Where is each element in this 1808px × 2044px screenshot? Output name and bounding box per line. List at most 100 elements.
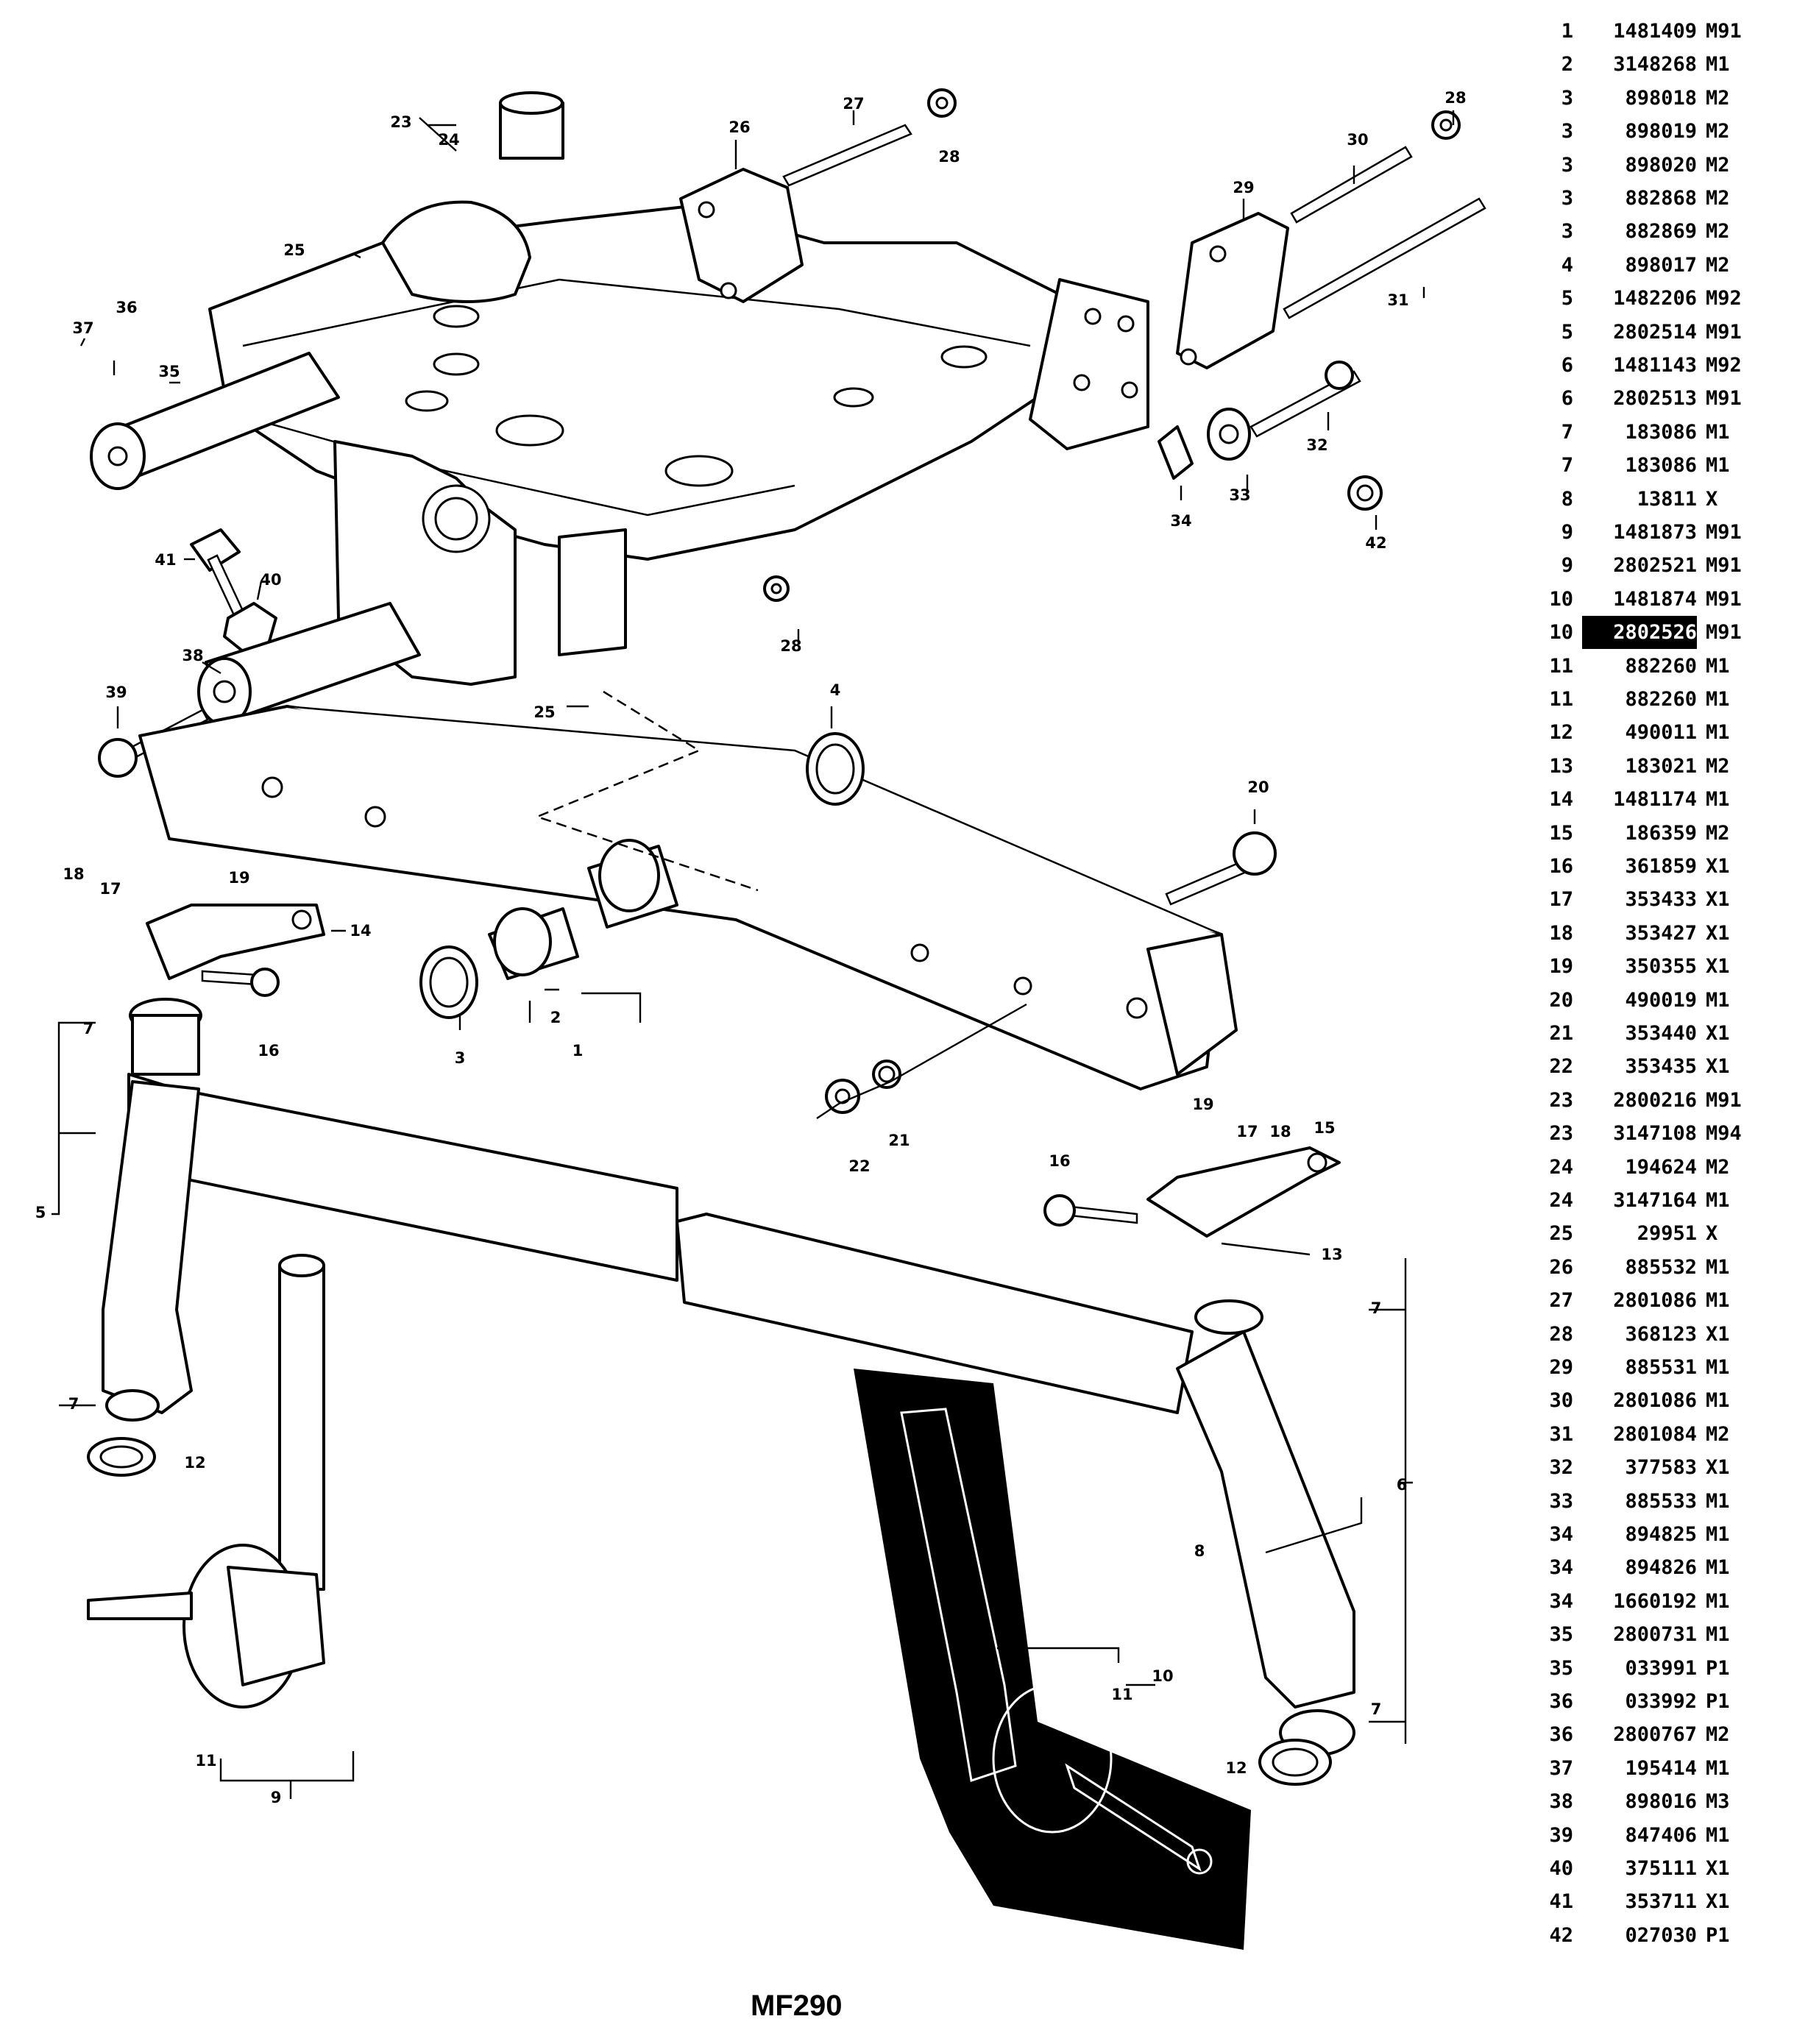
model-code: M2 [1706, 1723, 1730, 1747]
model-code: X1 [1706, 1055, 1730, 1079]
model-code: X1 [1706, 921, 1730, 945]
callout-32: 32 [1306, 436, 1327, 454]
callout-27: 27 [843, 95, 864, 113]
ref-number: 3 [1561, 220, 1573, 244]
part-number: 2800731 [1613, 1623, 1697, 1647]
exploded-parts-diagram: 1 2 3 4 5 6 7 7 7 7 8 9 10 11 11 12 12 1… [35, 88, 1486, 1950]
ref-number: 41 [1549, 1890, 1573, 1914]
part-number: 898020 [1625, 153, 1697, 177]
part-number: 885532 [1625, 1255, 1697, 1279]
ref-number: 14 [1549, 788, 1573, 812]
model-code: X [1706, 487, 1718, 511]
model-code: M2 [1706, 153, 1730, 177]
ref-number: 21 [1549, 1022, 1573, 1045]
ref-number: 23 [1549, 1088, 1573, 1112]
callout-35: 35 [158, 363, 180, 380]
part-number: 1481174 [1613, 788, 1697, 812]
model-code: X1 [1706, 1022, 1730, 1045]
callout-3: 3 [455, 1049, 466, 1067]
inset-panel [854, 1369, 1251, 1950]
ref-number: 15 [1549, 821, 1573, 845]
callout-16: 16 [1049, 1152, 1070, 1170]
ref-number: 3 [1561, 153, 1573, 177]
callout-25: 25 [283, 241, 305, 259]
part-number: 898019 [1625, 120, 1697, 143]
model-code: M1 [1706, 53, 1730, 77]
callout-42: 42 [1365, 534, 1386, 552]
callout-21: 21 [888, 1132, 910, 1149]
ref-number: 3 [1561, 86, 1573, 110]
callout-23: 23 [390, 113, 411, 131]
model-code: X1 [1706, 1322, 1730, 1346]
model-code: M2 [1706, 120, 1730, 143]
callout-36: 36 [116, 299, 137, 316]
callout-7: 7 [83, 1020, 94, 1037]
model-code: M1 [1706, 1756, 1730, 1780]
model-code: M1 [1706, 1255, 1730, 1279]
part-number: 353433 [1625, 888, 1697, 912]
ref-number: 12 [1549, 721, 1573, 745]
part-number: 033991 [1625, 1656, 1697, 1680]
callout-37: 37 [72, 319, 93, 337]
ref-number: 24 [1549, 1155, 1573, 1179]
callout-16: 16 [258, 1042, 279, 1060]
callout-9: 9 [271, 1789, 282, 1806]
part-number: 3147108 [1613, 1122, 1697, 1146]
model-code: X [1706, 1222, 1718, 1246]
model-code: M92 [1706, 287, 1742, 310]
part-number: 885531 [1625, 1356, 1697, 1379]
ref-number: 7 [1561, 420, 1573, 444]
callout-6: 6 [1397, 1476, 1408, 1494]
model-code: M91 [1706, 587, 1742, 611]
ref-number: 34 [1549, 1589, 1573, 1613]
callout-7: 7 [1371, 1299, 1382, 1317]
part-number: 894826 [1625, 1556, 1697, 1580]
callout-7: 7 [1371, 1700, 1382, 1718]
model-code: M1 [1706, 1389, 1730, 1413]
model-code: M1 [1706, 1189, 1730, 1212]
model-code: M1 [1706, 454, 1730, 478]
ref-number: 3 [1561, 187, 1573, 210]
callout-18: 18 [1269, 1123, 1291, 1140]
part-number: 368123 [1625, 1322, 1697, 1346]
part-number: 1481409 [1613, 20, 1697, 43]
callout-24: 24 [438, 131, 459, 149]
spindle-housing [102, 998, 202, 1422]
part-number: 898016 [1625, 1790, 1697, 1814]
model-code: M2 [1706, 1155, 1730, 1179]
callout-labels: 1 2 3 4 5 6 7 7 7 7 8 9 10 11 11 12 12 1… [35, 89, 1467, 1806]
ref-number: 10 [1549, 621, 1573, 645]
ref-number: 10 [1549, 587, 1573, 611]
mounting-plate [1176, 212, 1289, 369]
ref-number: 34 [1549, 1523, 1573, 1546]
part-number: 361859 [1625, 855, 1697, 878]
ref-number: 38 [1549, 1790, 1573, 1814]
part-number: 1660192 [1613, 1589, 1697, 1613]
part-number: 3147164 [1613, 1189, 1697, 1212]
ref-number: 6 [1561, 354, 1573, 377]
model-code: X1 [1706, 888, 1730, 912]
model-code: M91 [1706, 20, 1742, 43]
part-number: 882260 [1625, 654, 1697, 678]
model-code: M2 [1706, 220, 1730, 244]
part-number: 847406 [1625, 1823, 1697, 1847]
